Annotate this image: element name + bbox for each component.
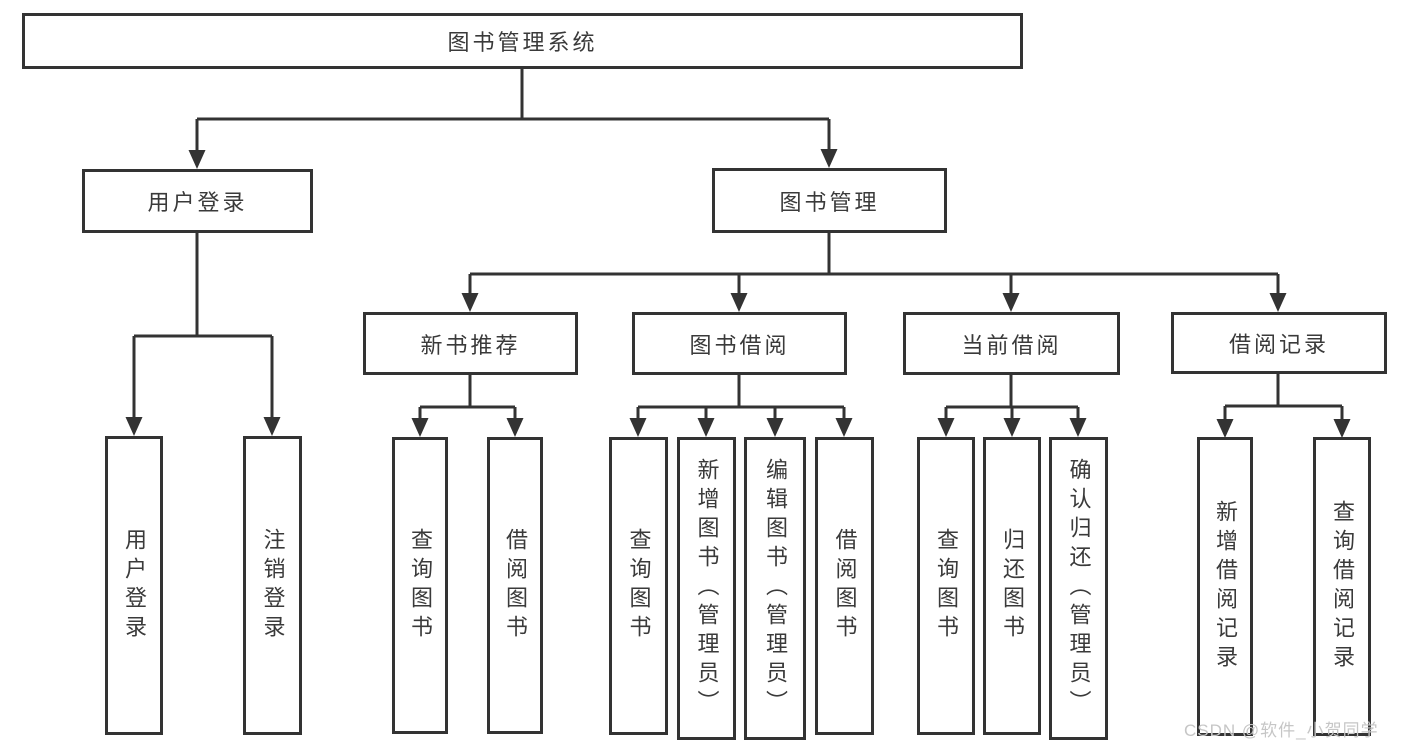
leaf-query-books-borrowing: 查询图书	[609, 437, 668, 735]
leaf-label: 编辑图书（管理员）	[763, 458, 788, 719]
node-book-borrowing: 图书借阅	[632, 312, 847, 375]
arrowheads	[125, 149, 1351, 438]
node-borrowing-records: 借阅记录	[1171, 312, 1387, 374]
leaf-label: 查询图书	[934, 528, 959, 644]
leaf-query-borrow-record: 查询借阅记录	[1313, 437, 1371, 736]
leaf-label: 查询借阅记录	[1330, 499, 1355, 674]
node-user-login: 用户登录	[82, 169, 313, 233]
leaf-query-books-recommend: 查询图书	[392, 437, 448, 734]
leaf-label: 归还图书	[1000, 528, 1025, 644]
leaf-label: 新增图书（管理员）	[694, 458, 720, 719]
leaf-add-borrow-record: 新增借阅记录	[1197, 437, 1253, 736]
node-new-book-recommend: 新书推荐	[363, 312, 578, 375]
leaf-borrow-books-recommend: 借阅图书	[487, 437, 543, 734]
leaf-label: 借阅图书	[832, 528, 858, 644]
leaf-label: 查询图书	[408, 527, 433, 644]
leaf-label: 查询图书	[626, 528, 652, 644]
tree-edges	[132, 68, 1344, 420]
node-library-management-system: 图书管理系统	[22, 13, 1023, 69]
leaf-user-login: 用户登录	[105, 436, 163, 735]
leaf-label: 注销登录	[260, 527, 286, 644]
leaf-return-books: 归还图书	[983, 437, 1041, 735]
leaf-label: 用户登录	[122, 527, 147, 644]
leaf-add-books-admin: 新增图书（管理员）	[677, 437, 736, 740]
leaf-query-books-current: 查询图书	[917, 437, 975, 735]
leaf-logout: 注销登录	[243, 436, 302, 735]
leaf-confirm-return-admin: 确认归还（管理员）	[1049, 437, 1108, 740]
leaf-edit-books-admin: 编辑图书（管理员）	[744, 437, 806, 740]
leaf-label: 新增借阅记录	[1213, 499, 1238, 674]
leaf-label: 确认归还（管理员）	[1066, 458, 1092, 719]
leaf-borrow-books: 借阅图书	[815, 437, 874, 735]
csdn-watermark: CSDN @软件_小贺同学	[1184, 721, 1379, 740]
node-current-borrowing: 当前借阅	[903, 312, 1120, 375]
node-book-management: 图书管理	[712, 168, 947, 233]
leaf-label: 借阅图书	[503, 527, 528, 644]
